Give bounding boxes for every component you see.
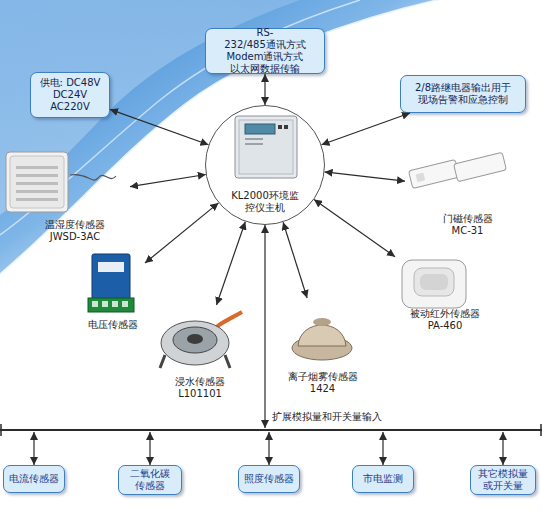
input-box: 其它模拟量 或开关量 bbox=[470, 465, 536, 495]
pir-sensor bbox=[402, 260, 466, 308]
voltage-sensor-part bbox=[92, 254, 130, 306]
humidity-sensor-part bbox=[16, 182, 58, 185]
voltage-sensor-part bbox=[98, 262, 124, 272]
node-label: 离子烟雾传感器 1424 bbox=[288, 371, 358, 395]
smoke-sensor-part bbox=[292, 336, 352, 360]
smoke-sensor-part bbox=[313, 318, 331, 326]
input-box: 电流传感器 bbox=[3, 465, 65, 493]
door-sensor bbox=[409, 152, 507, 188]
smoke-sensor bbox=[292, 318, 352, 360]
connector-arrow bbox=[502, 432, 503, 465]
bus-ticks bbox=[1, 424, 541, 436]
voltage-sensor-part bbox=[112, 301, 118, 307]
voltage-sensor-part bbox=[122, 301, 128, 307]
node-label: KL2000环境监 控仪主机 bbox=[231, 190, 299, 214]
pir-sensor-part bbox=[402, 260, 466, 308]
sensor-node: 门磁传感器 MC-31 bbox=[405, 140, 530, 237]
connector-arrow bbox=[264, 225, 265, 428]
door-sensor-part bbox=[416, 173, 426, 183]
humidity-sensor-part bbox=[16, 190, 58, 193]
node-label: 被动红外传感器 PA-460 bbox=[410, 308, 480, 332]
node-label: 电流传感器 bbox=[9, 473, 59, 485]
connector-arrow bbox=[264, 74, 265, 105]
node-label: 市电监测 bbox=[363, 473, 403, 485]
node-label: 门磁传感器 MC-31 bbox=[443, 213, 493, 237]
humidity-sensor-part bbox=[16, 166, 58, 169]
callout-box: RS-232/485通讯方式 Modem通讯方式 以太网数据传输 bbox=[205, 28, 325, 74]
input-box: 二氧化碳 传感器 bbox=[118, 465, 182, 495]
node-label: 电压传感器 bbox=[88, 319, 138, 331]
connector-arrow bbox=[322, 113, 411, 145]
connector-arrow bbox=[325, 172, 405, 181]
node-label: 照度传感器 bbox=[244, 473, 294, 485]
smoke-sensor-part bbox=[298, 325, 346, 346]
humidity-sensor-part bbox=[6, 152, 68, 212]
connector-arrow bbox=[110, 109, 209, 144]
connector-arrow bbox=[268, 432, 269, 465]
voltage-sensor-part bbox=[88, 298, 134, 312]
door-sensor-part bbox=[454, 152, 507, 182]
swoosh-part bbox=[0, 0, 360, 235]
connector-arrow bbox=[382, 432, 383, 465]
voltage-sensor bbox=[88, 254, 134, 312]
humidity-sensor-part bbox=[16, 198, 58, 201]
humidity-sensor-part bbox=[70, 175, 116, 181]
connector-arrow bbox=[33, 432, 34, 465]
node-label: 浸水传感器 L101101 bbox=[175, 376, 225, 400]
node-label: 其它模拟量 或开关量 bbox=[478, 468, 528, 492]
water-sensor-part bbox=[205, 312, 242, 338]
node-label: 温湿度传感器 JWSD-3AC bbox=[45, 219, 105, 243]
node-label: 二氧化碳 传感器 bbox=[130, 468, 170, 492]
water-sensor-part bbox=[187, 334, 203, 344]
node-label: 2/8路继电器输出用于 现场告警和应急控制 bbox=[415, 82, 511, 106]
connector-arrow bbox=[283, 222, 307, 298]
water-sensor bbox=[160, 312, 242, 368]
node-label: RS-232/485通讯方式 Modem通讯方式 以太网数据传输 bbox=[224, 27, 306, 75]
connector-arrow bbox=[149, 432, 150, 465]
callout-box: 2/8路继电器输出用于 现场告警和应急控制 bbox=[400, 75, 526, 113]
host-circle: KL2000环境监 控仪主机 bbox=[205, 105, 325, 225]
sensor-node: 温湿度传感器 JWSD-3AC bbox=[20, 148, 130, 243]
sensor-node: 电压传感器 bbox=[80, 248, 145, 331]
callout-box: 供电: DC48V DC24V AC220V bbox=[30, 72, 110, 118]
sensor-node: 浸水传感器 L101101 bbox=[155, 305, 245, 400]
humidity-sensor-part bbox=[16, 174, 58, 177]
door-sensor-part bbox=[409, 159, 460, 188]
swoosh bbox=[0, 0, 440, 275]
bus-ticks-part bbox=[1, 424, 541, 436]
water-sensor-part bbox=[173, 327, 217, 353]
swoosh-part bbox=[0, 0, 440, 275]
connector-arrow bbox=[130, 175, 206, 187]
node-label: 扩展模拟量和开关量输入 bbox=[272, 411, 382, 423]
bus-line: 扩展模拟量和开关量输入 bbox=[0, 428, 542, 432]
connector-arrow bbox=[217, 222, 246, 305]
voltage-sensor-part bbox=[102, 301, 108, 307]
input-box: 市电监测 bbox=[352, 465, 414, 493]
swoosh-part bbox=[0, 0, 440, 275]
sensor-node: 离子烟雾传感器 1424 bbox=[285, 298, 360, 395]
bus-rule bbox=[0, 429, 542, 431]
connector-arrow bbox=[314, 200, 395, 257]
node-label: 供电: DC48V DC24V AC220V bbox=[35, 77, 105, 113]
water-sensor-part bbox=[161, 321, 229, 365]
sensor-node: 被动红外传感器 PA-460 bbox=[395, 252, 495, 332]
voltage-sensor-part bbox=[92, 301, 98, 307]
pir-sensor-part bbox=[414, 268, 454, 296]
input-box: 照度传感器 bbox=[238, 465, 300, 493]
pir-sensor-part bbox=[420, 274, 448, 290]
connector-arrow bbox=[145, 203, 219, 263]
humidity-sensor-part bbox=[10, 156, 64, 208]
water-sensor-part bbox=[160, 355, 230, 368]
humidity-sensor bbox=[6, 152, 116, 212]
